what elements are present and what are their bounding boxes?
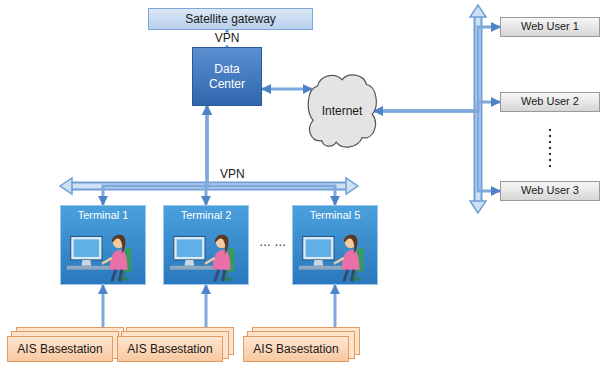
node-text: Terminal 2 xyxy=(181,209,232,222)
basestation-box: AIS Basestation xyxy=(117,336,223,362)
link-arrow xyxy=(262,88,312,91)
web-user-box: Web User 2 xyxy=(500,92,600,112)
link-arrow xyxy=(334,285,337,336)
terminal-box: Terminal 1 xyxy=(60,205,146,285)
node-text: Web User 3 xyxy=(521,184,579,197)
internet-cloud: Internet xyxy=(306,72,378,150)
operator-icon xyxy=(293,226,377,284)
node-text: Data Center xyxy=(201,62,253,91)
link-arrow xyxy=(374,27,500,111)
datacenter-box: Data Center xyxy=(192,47,262,106)
network-label: VPN xyxy=(218,168,247,181)
terminal-box: Terminal 2 xyxy=(163,205,249,285)
ellipsis-label: … … xyxy=(257,236,288,249)
link-arrow xyxy=(205,285,208,336)
basestation-box: AIS Basestation xyxy=(243,336,349,362)
basestation-box: AIS Basestation xyxy=(7,336,113,362)
node-text: Web User 2 xyxy=(521,95,579,108)
node-text: AIS Basestation xyxy=(127,342,212,356)
node-text: Terminal 1 xyxy=(78,209,129,222)
edge-label: VPN xyxy=(213,32,242,45)
gateway-box: Satellite gateway xyxy=(148,8,313,30)
node-text: Satellite gateway xyxy=(185,12,276,26)
operator-icon xyxy=(164,226,248,284)
node-text: AIS Basestation xyxy=(17,342,102,356)
link-arrow xyxy=(103,106,207,205)
node-text: Web User 1 xyxy=(521,20,579,33)
node-text: Terminal 5 xyxy=(310,209,361,222)
link-arrow xyxy=(374,111,500,191)
link-arrow xyxy=(102,285,105,336)
web-user-box: Web User 1 xyxy=(500,17,600,37)
ellipsis-dots xyxy=(549,129,551,167)
node-text: AIS Basestation xyxy=(253,342,338,356)
node-text: Internet xyxy=(322,104,363,118)
web-user-box: Web User 3 xyxy=(500,181,600,201)
terminal-box: Terminal 5 xyxy=(292,205,378,285)
operator-icon xyxy=(61,226,145,284)
